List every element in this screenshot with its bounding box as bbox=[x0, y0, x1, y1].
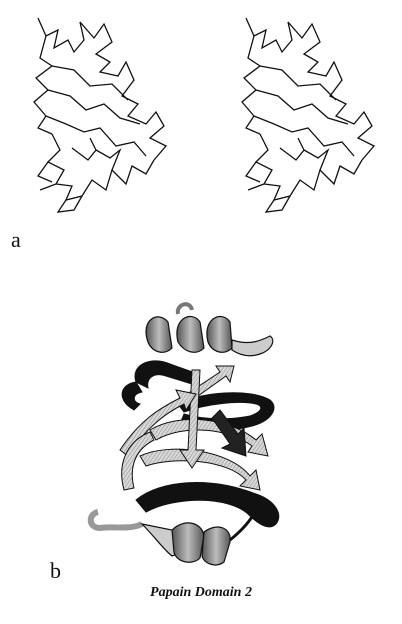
panel-a-label: a bbox=[11, 227, 21, 252]
ribbon-diagram bbox=[87, 302, 280, 566]
bottom-helix bbox=[87, 509, 258, 566]
central-arrow bbox=[211, 409, 247, 457]
backbone-trace-right bbox=[241, 17, 376, 213]
beta-strands bbox=[119, 365, 269, 491]
backbone-trace-left bbox=[33, 17, 168, 213]
top-helix bbox=[145, 302, 274, 357]
panel-b-label: b bbox=[50, 558, 61, 583]
figure-caption: Papain Domain 2 bbox=[150, 585, 252, 600]
stereo-backbone-trace bbox=[33, 17, 376, 213]
